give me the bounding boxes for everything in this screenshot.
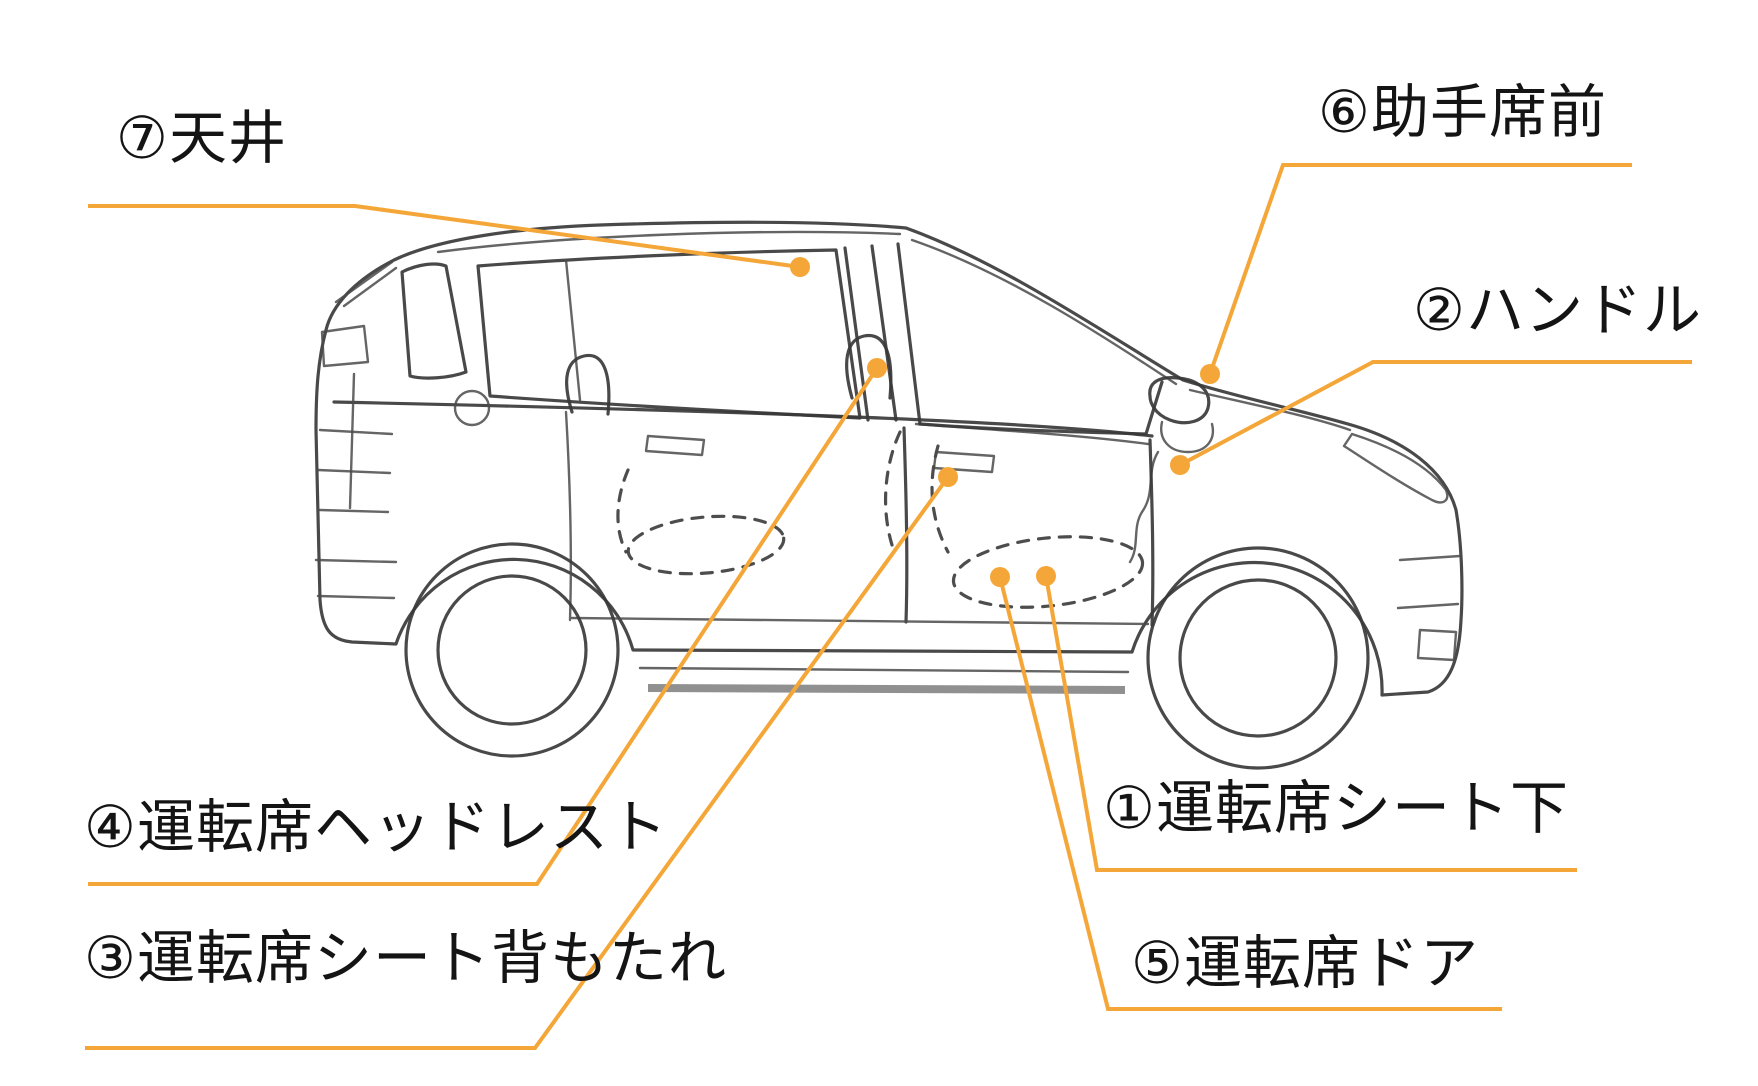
callout-line-steering-wheel xyxy=(1170,360,1692,475)
car-front-details xyxy=(1188,388,1462,662)
callout-dot-driver-headrest xyxy=(867,358,887,378)
callout-dot-front-passenger-front xyxy=(1200,364,1220,384)
callout-line-driver-seat-backrest xyxy=(85,467,958,1050)
callout-dot-driver-seat-backrest xyxy=(938,467,958,487)
callout-label-ceiling: ⑦天井 xyxy=(116,106,287,171)
callout-label-under-driver-seat: ①運転席シート下 xyxy=(1103,776,1569,841)
car-rear-details xyxy=(314,324,398,600)
car-wheels xyxy=(404,542,1370,770)
callout-line-front-passenger-front xyxy=(1200,163,1632,384)
callout-dot-driver-door xyxy=(990,567,1010,587)
callout-line-driver-door xyxy=(990,567,1502,1011)
callout-dot-under-driver-seat xyxy=(1036,566,1056,586)
callout-label-driver-headrest: ④運転席ヘッドレスト xyxy=(84,795,668,860)
callout-label-driver-seat-backrest: ③運転席シート背もたれ xyxy=(84,926,727,991)
callout-line-driver-headrest xyxy=(88,358,887,886)
car-mirror xyxy=(1148,376,1215,454)
callout-line-ceiling xyxy=(88,204,810,277)
callout-label-front-passenger-front: ⑥助手席前 xyxy=(1318,80,1607,145)
callout-dot-ceiling xyxy=(790,257,810,277)
callout-label-driver-door: ⑤運転席ドア xyxy=(1131,931,1479,996)
car-doors xyxy=(453,389,1155,694)
callout-line-under-driver-seat xyxy=(1036,566,1577,872)
callout-label-steering-wheel: ②ハンドル xyxy=(1413,278,1702,343)
car-windows xyxy=(334,242,1164,436)
callout-dot-steering-wheel xyxy=(1170,455,1190,475)
